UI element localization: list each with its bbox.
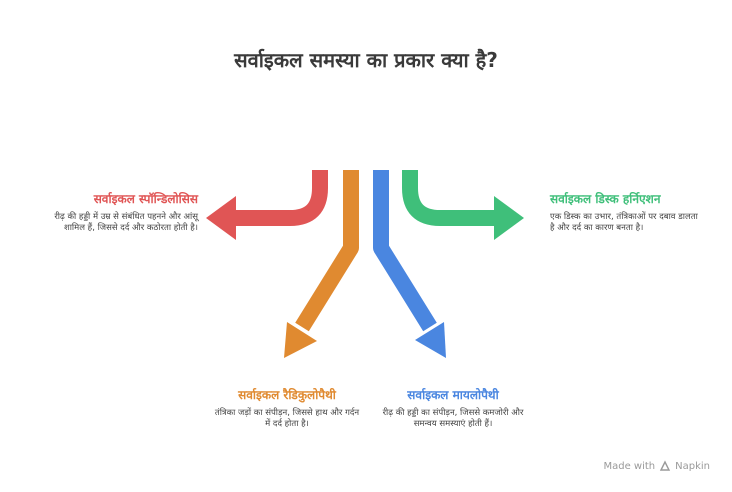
label-myelopathy: सर्वाइकल मायलोपैथी [407, 388, 499, 402]
desc-disc-herniation: एक डिस्क का उभार, तंत्रिकाओं पर दबाव डाल… [550, 212, 698, 233]
arrowhead-myelopathy [415, 322, 446, 358]
watermark: Made with Napkin [603, 460, 710, 472]
desc-spondylosis: रीढ़ की हड्डी में उम्र से संबंधित पहनने … [54, 212, 198, 233]
watermark-text: Made with [603, 460, 656, 472]
diagram-title: सर्वाइकल समस्या का प्रकार क्या है? [234, 48, 498, 72]
label-spondylosis: सर्वाइकल स्पॉन्डिलोसिस [93, 192, 198, 206]
arrow-spondylosis [228, 170, 328, 226]
label-radiculopathy: सर्वाइकल रैडिकुलोपैथी [238, 388, 336, 402]
desc-myelopathy: रीढ़ की हड्डी का संपीड़न, जिससे कमजोरी औ… [382, 408, 524, 429]
arrowhead-disc-herniation [494, 196, 524, 240]
napkin-logo-icon [659, 460, 671, 471]
desc-radiculopathy: तंत्रिका जड़ों का संपीड़न, जिससे हाथ और … [214, 408, 360, 429]
arrow-disc-herniation [402, 170, 500, 226]
arrowhead-spondylosis [206, 196, 236, 240]
watermark-brand: Napkin [675, 460, 710, 472]
label-disc-herniation: सर्वाइकल डिस्क हर्निएशन [550, 192, 661, 206]
arrow-radiculopathy [295, 170, 359, 332]
arrowhead-radiculopathy [284, 322, 317, 358]
arrow-myelopathy [373, 170, 437, 332]
